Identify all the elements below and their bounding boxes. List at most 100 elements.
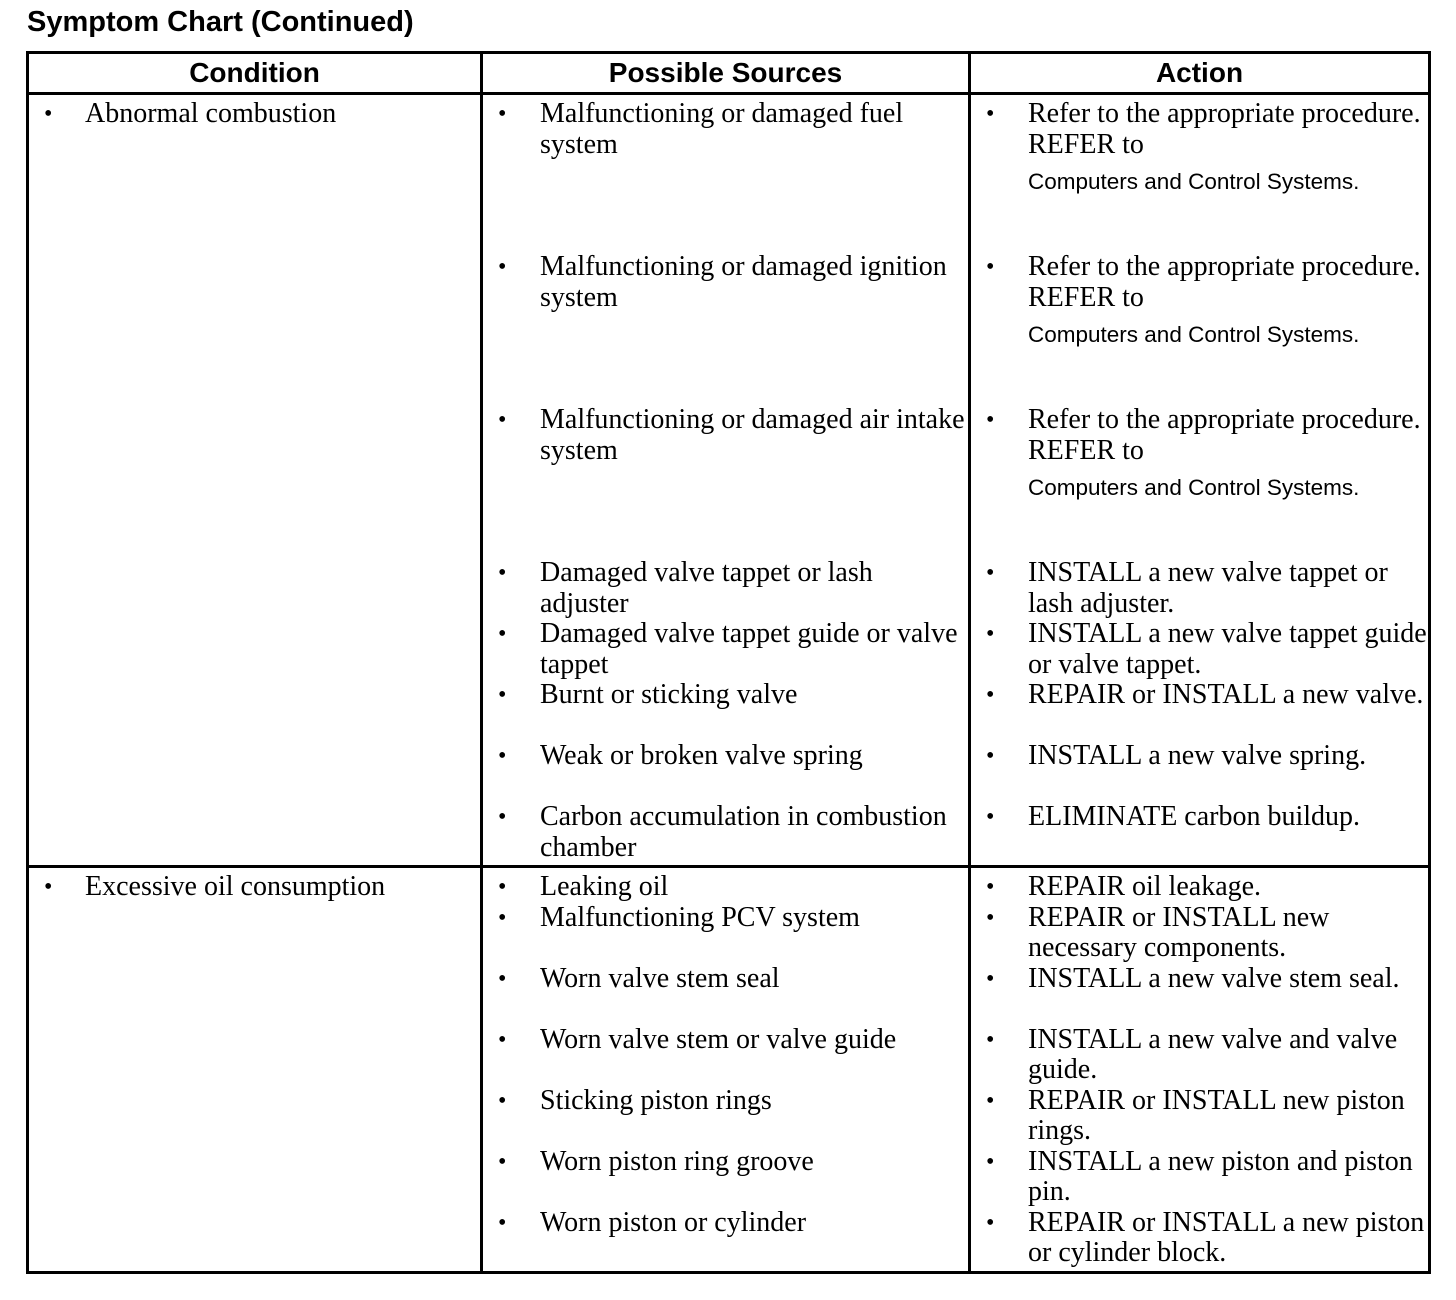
table-row: • Abnormal combustion • Malfunctioning or… [26, 92, 1431, 868]
bullet-icon: • [986, 621, 995, 647]
list-item: •REPAIR oil leakage. [971, 871, 1428, 903]
action-text: INSTALL a new piston and piston pin. [1028, 1145, 1413, 1207]
bullet-icon: • [986, 965, 995, 992]
action-cell: •REPAIR oil leakage. •REPAIR or INSTALL … [968, 865, 1431, 1274]
source-text: Worn valve stem seal [540, 962, 780, 994]
list-item: •INSTALL a new valve and valve guide. [971, 1024, 1428, 1086]
bullet-icon: • [986, 1209, 995, 1236]
bullet-icon: • [986, 1026, 995, 1053]
bullet-icon: • [986, 1087, 995, 1114]
source-text: Malfunctioning PCV system [540, 901, 860, 933]
list-item: • REPAIR or INSTALL a new piston or cylin… [971, 1206, 1428, 1269]
source-text: Leaking oil [540, 871, 669, 902]
action-text: INSTALL a new valve spring. [1028, 740, 1367, 771]
source-text: Malfunctioning or damaged ignition syste… [540, 251, 947, 313]
source-text: Damaged valve tappet guide or valve tapp… [540, 618, 958, 680]
bullet-icon: • [986, 560, 995, 586]
list-item: • INSTALL a new piston and piston pin. [971, 1145, 1428, 1208]
column-header-action: Action [968, 51, 1431, 95]
list-item: • Weak or broken valve spring [483, 740, 968, 802]
condition-text: Abnormal combustion [85, 98, 337, 129]
list-item: • Malfunctioning or damaged air intake sy… [483, 404, 968, 558]
bullet-icon: • [498, 904, 507, 931]
action-text: Refer to the appropriate procedure. REFE… [1028, 98, 1421, 160]
action-text: REPAIR oil leakage. [1028, 871, 1262, 902]
action-text: INSTALL a new valve tappet or lash adjus… [1028, 557, 1388, 619]
bullet-icon: • [498, 682, 507, 708]
bullet-icon: • [986, 682, 995, 708]
list-item: • REPAIR or INSTALL new piston rings. [971, 1084, 1428, 1147]
list-item: • REPAIR or INSTALL a new valve. [971, 679, 1428, 741]
bullet-icon: • [986, 101, 995, 127]
action-text: INSTALL a new valve stem seal. [1028, 962, 1400, 994]
bullet-icon: • [498, 254, 507, 280]
list-item: • Worn piston or cylinder [483, 1206, 968, 1269]
bullet-icon: • [498, 621, 507, 647]
bullet-icon: • [986, 407, 995, 433]
source-text: Malfunctioning or damaged fuel system [540, 98, 904, 160]
bullet-icon: • [498, 407, 507, 433]
list-item: • INSTALL a new valve stem seal. [971, 962, 1428, 1025]
bullet-icon: • [498, 1026, 507, 1053]
sources-cell: •Leaking oil •Malfunctioning PCV system … [480, 865, 971, 1274]
list-item: •Burnt or sticking valve [483, 679, 968, 741]
list-item: • Carbon accumulation in combustion chamb… [483, 801, 968, 863]
source-text: Damaged valve tappet or lash adjuster [540, 557, 873, 619]
source-text: Weak or broken valve spring [540, 740, 863, 771]
list-item: • INSTALL a new valve tappet or lash adju… [971, 557, 1428, 619]
bullet-icon: • [498, 874, 507, 900]
bullet-icon: • [498, 1209, 507, 1236]
bullet-icon: • [498, 1087, 507, 1114]
action-text: REPAIR or INSTALL a new piston or cylind… [1028, 1206, 1425, 1268]
list-item: •Refer to the appropriate procedure. REF… [971, 404, 1428, 558]
list-item: • Refer to the appropriate procedure. REF… [971, 251, 1428, 405]
action-text: Refer to the appropriate procedure. REFE… [1028, 251, 1421, 313]
action-text: ELIMINATE carbon buildup. [1028, 801, 1361, 832]
reference-link[interactable]: Computers and Control Systems. [1028, 169, 1360, 194]
sources-cell: • Malfunctioning or damaged fuel system •… [480, 92, 971, 868]
reference-link[interactable]: Computers and Control Systems. [1028, 475, 1360, 500]
bullet-icon: • [498, 1148, 507, 1175]
bullet-icon: • [498, 101, 507, 127]
list-item: •Damaged valve tappet or lash adjuster [483, 557, 968, 619]
action-text: INSTALL a new valve tappet guide or valv… [1028, 618, 1427, 680]
list-item: • Malfunctioning or damaged ignition syst… [483, 251, 968, 405]
column-header-possible-sources: Possible Sources [480, 51, 971, 95]
page-title: Symptom Chart (Continued) [27, 6, 414, 38]
bullet-icon: • [986, 743, 995, 769]
list-item: • Refer to the appropriate procedure. REF… [971, 98, 1428, 252]
table-row: • Excessive oil consumption • Leaking oil… [26, 865, 1431, 1274]
symptom-chart-table: Condition Possible Sources Action • Abno… [26, 51, 1431, 1274]
action-text: REPAIR or INSTALL new piston rings. [1028, 1084, 1405, 1146]
list-item: • Worn piston ring groove [483, 1145, 968, 1208]
bullet-icon: • [498, 804, 507, 830]
condition-cell: • Excessive oil consumption [26, 865, 483, 1274]
bullet-icon: • [44, 874, 53, 900]
action-text: REPAIR or INSTALL new necessary componen… [1028, 901, 1330, 963]
column-header-condition: Condition [26, 51, 483, 95]
bullet-icon: • [986, 904, 995, 931]
condition-cell: • Abnormal combustion [26, 92, 483, 868]
source-text: Malfunctioning or damaged air intake sys… [540, 404, 965, 466]
action-cell: • Refer to the appropriate procedure. REF… [968, 92, 1431, 868]
header-row: Condition Possible Sources Action [26, 51, 1431, 95]
source-text: Carbon accumulation in combustion chambe… [540, 801, 947, 863]
list-item: • Damaged valve tappet guide or valve tap… [483, 618, 968, 680]
source-text: Worn piston or cylinder [540, 1206, 807, 1238]
bullet-icon: • [986, 1148, 995, 1175]
list-item: • Leaking oil [483, 871, 968, 903]
list-item: • ELIMINATE carbon buildup. [971, 801, 1428, 863]
bullet-icon: • [986, 254, 995, 280]
source-text: Worn valve stem or valve guide [540, 1023, 897, 1055]
bullet-icon: • [498, 743, 507, 769]
source-text: Worn piston ring groove [540, 1145, 814, 1177]
list-item: • Abnormal combustion [29, 98, 480, 130]
list-item: •Sticking piston rings [483, 1085, 968, 1147]
list-item: • INSTALL a new valve spring. [971, 740, 1428, 802]
list-item: • INSTALL a new valve tappet guide or val… [971, 618, 1428, 680]
reference-link[interactable]: Computers and Control Systems. [1028, 322, 1360, 347]
list-item: •Worn valve stem seal [483, 962, 968, 1025]
list-item: • REPAIR or INSTALL new necessary compone… [971, 901, 1428, 964]
action-text: REPAIR or INSTALL a new valve. [1028, 679, 1424, 710]
bullet-icon: • [986, 804, 995, 830]
